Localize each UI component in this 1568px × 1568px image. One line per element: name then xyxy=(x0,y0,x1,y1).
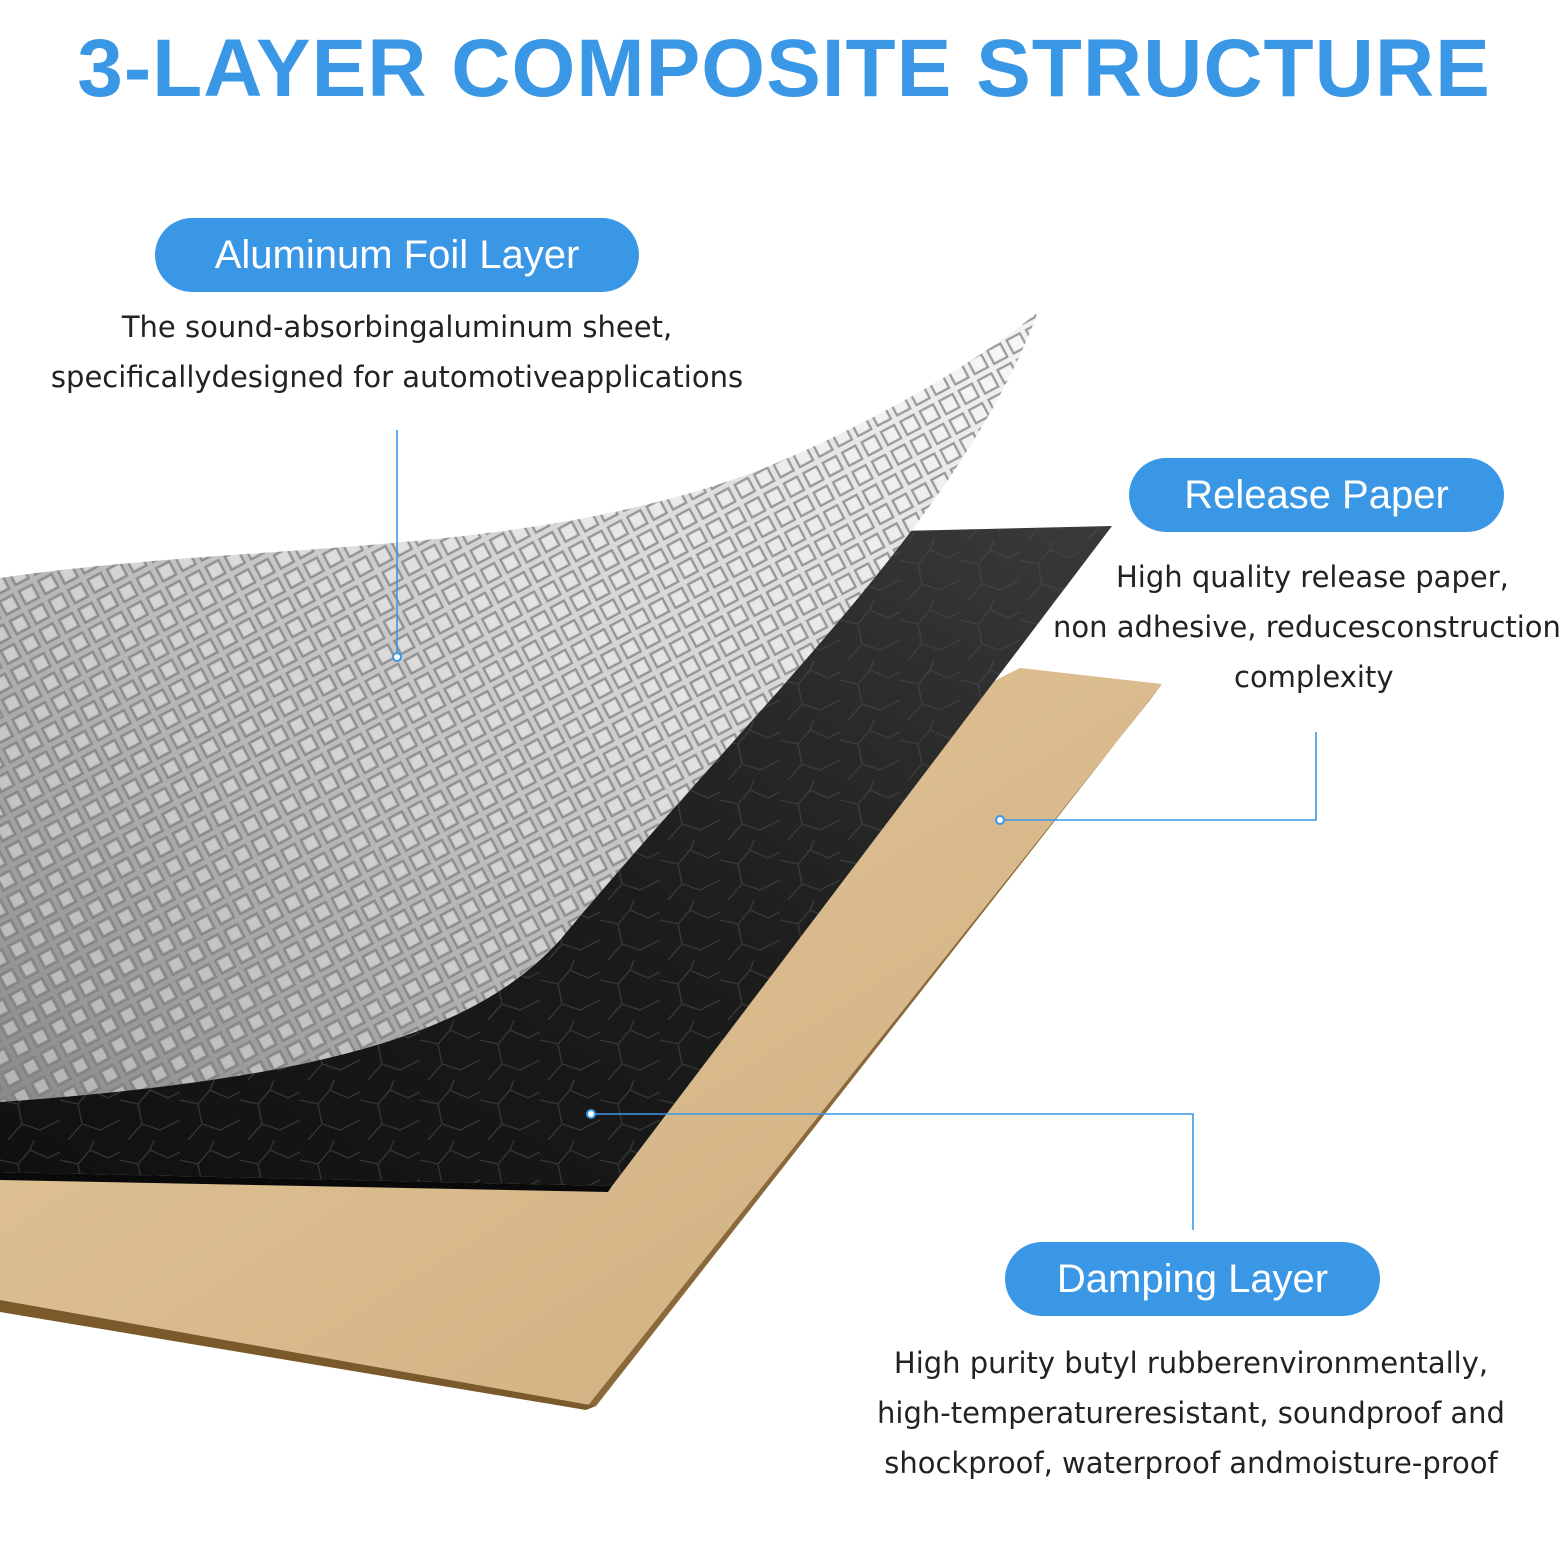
damping-layer-label-text: Damping Layer xyxy=(1056,1256,1329,1301)
damping-layer-label: Damping Layer xyxy=(1005,1242,1380,1316)
release-paper-description: High quality release paper, non adhesive… xyxy=(1050,552,1568,702)
release-paper-label-text: Release Paper xyxy=(1184,472,1449,517)
damping-layer-desc-line: high-temperatureresistant, soundproof an… xyxy=(877,1396,1505,1430)
leader-lines xyxy=(396,430,1317,1230)
aluminum-foil-label: Aluminum Foil Layer xyxy=(155,218,639,292)
aluminum-foil-desc-line: specificallydesigned for automotiveappli… xyxy=(50,360,744,394)
release-paper-desc-line: complexity xyxy=(1234,660,1394,694)
leader-dots xyxy=(392,652,1005,1119)
aluminum-foil-desc-line: The sound-absorbingaluminum sheet, xyxy=(121,310,673,344)
damping-layer-desc-line: High purity butyl rubberenvironmentally, xyxy=(893,1346,1489,1380)
release-paper-desc-line: High quality release paper, xyxy=(1116,560,1509,594)
aluminum-foil-sheet xyxy=(0,312,1038,1102)
release-paper-label: Release Paper xyxy=(1129,458,1504,532)
page-title: 3-LAYER COMPOSITE STRUCTURE xyxy=(77,23,1491,114)
damping-layer-desc-line: shockproof, waterproof andmoisture-proof xyxy=(884,1446,1498,1480)
damping-layer-description: High purity butyl rubberenvironmentally,… xyxy=(830,1338,1552,1488)
release-paper-desc-line: non adhesive, reducesconstruction xyxy=(1053,610,1561,644)
aluminum-foil-label-text: Aluminum Foil Layer xyxy=(214,232,580,277)
aluminum-foil-description: The sound-absorbingaluminum sheet, speci… xyxy=(0,302,794,402)
